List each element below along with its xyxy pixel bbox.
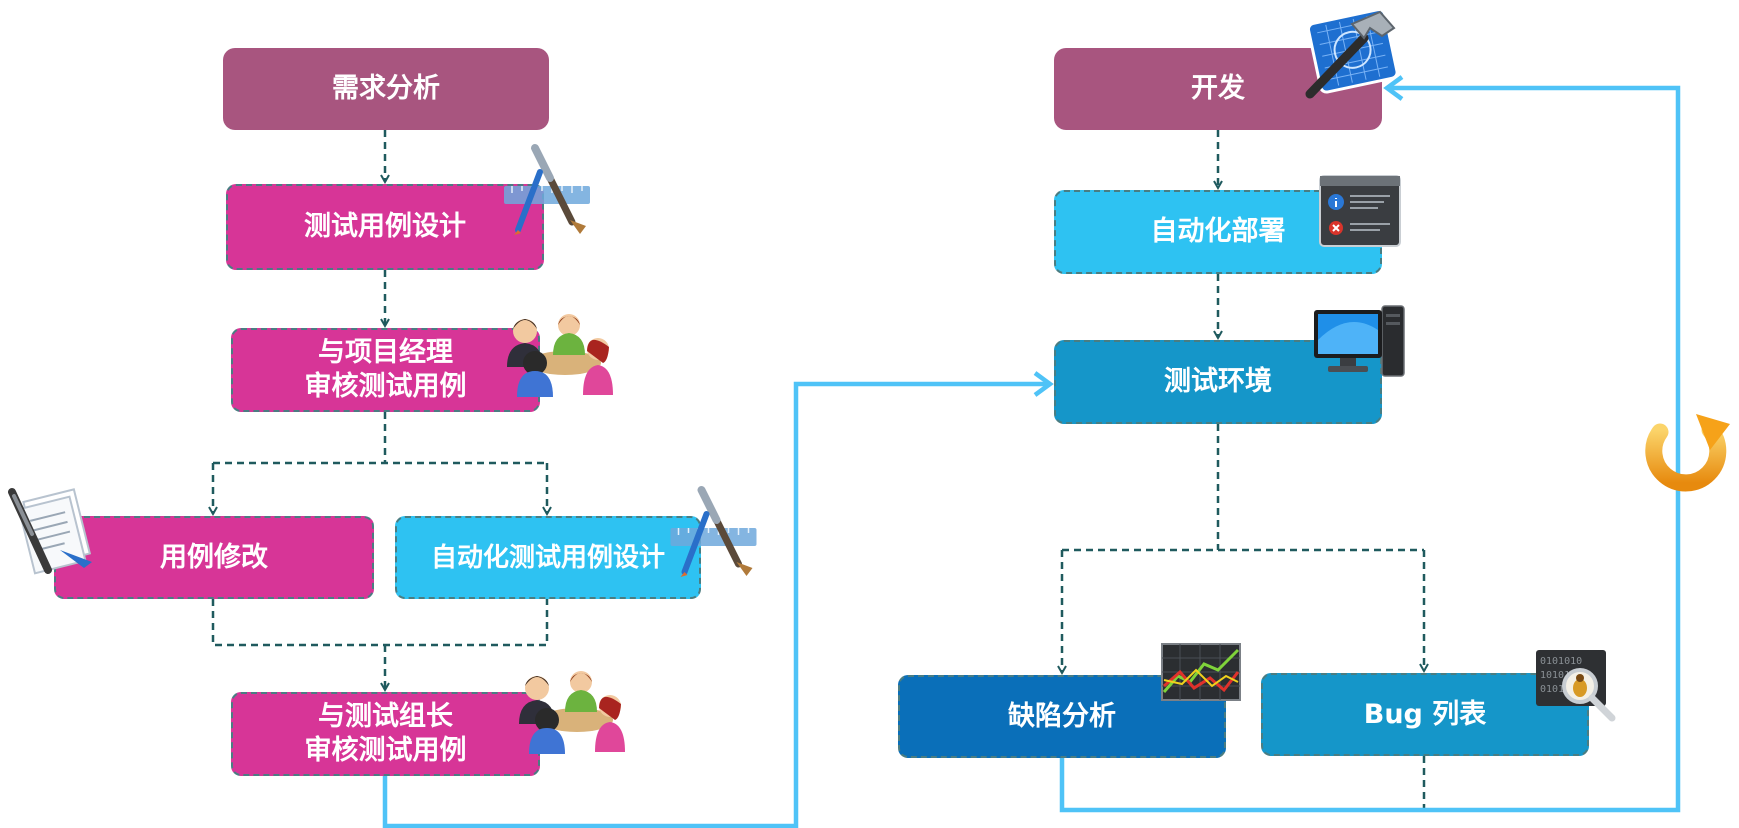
- alert-dialog-icon: [1319, 175, 1401, 247]
- paintbrush-ruler-icon: [670, 486, 757, 577]
- document-pen-icon: [8, 488, 92, 575]
- merge-to-lead-review: [211, 599, 549, 647]
- paintbrush-ruler-icon: [504, 144, 590, 235]
- node-case-modify: 用例修改: [54, 516, 374, 599]
- refresh-loop-icon: [1645, 414, 1730, 492]
- split-test-env: [1062, 424, 1424, 552]
- svg-text:0101101: 0101101: [1540, 684, 1582, 695]
- stock-chart-icon: [1161, 643, 1241, 701]
- node-lead-review: 与测试组长 审核测试用例: [231, 692, 540, 776]
- bug-magnifier-icon: 0101010 1010101 0101101: [1536, 650, 1616, 722]
- meeting-people-icon: [519, 671, 625, 754]
- desktop-computer-icon: [1314, 305, 1405, 377]
- meeting-people-icon: [507, 314, 613, 397]
- node-pm-review: 与项目经理 审核测试用例: [231, 328, 540, 412]
- flow-feedback-to-development: [1059, 75, 1681, 813]
- node-case-design: 测试用例设计: [226, 184, 544, 270]
- node-auto-case-design: 自动化测试用例设计: [395, 516, 701, 599]
- node-bug-list: Bug 列表: [1261, 673, 1589, 756]
- node-requirements: 需求分析: [223, 48, 549, 130]
- split-pm-review: [213, 412, 547, 465]
- flow-lead-review-to-test-env: [382, 371, 1054, 828]
- xcode-hammer-icon: [1305, 8, 1399, 99]
- svg-text:0101010: 0101010: [1540, 656, 1582, 667]
- svg-text:1010101: 1010101: [1540, 670, 1582, 681]
